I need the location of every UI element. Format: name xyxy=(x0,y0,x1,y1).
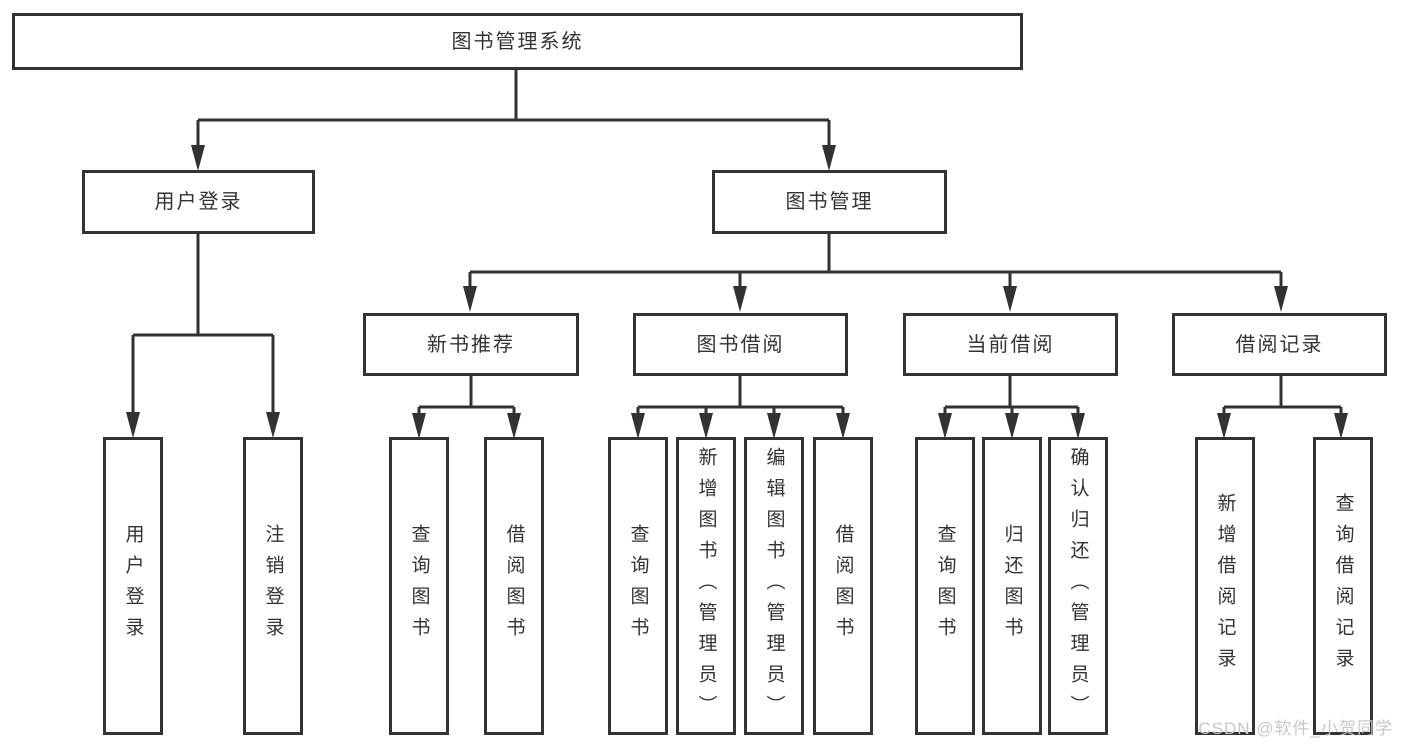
node-book-borrowing: 图书借阅 xyxy=(633,313,848,376)
node-leaf-borrow-books: 借阅图书 xyxy=(813,437,873,735)
node-leaf-confirm-return-admin: 确认归还（管理员） xyxy=(1048,437,1108,735)
node-leaf-edit-books-admin: 编辑图书（管理员） xyxy=(744,437,804,735)
node-label: 图书借阅 xyxy=(696,333,785,356)
node-leaf-logout: 注销登录 xyxy=(243,437,303,735)
node-label: 确认归还（管理员） xyxy=(1067,446,1089,726)
node-label: 查询图书 xyxy=(408,524,430,648)
node-label: 查询借阅记录 xyxy=(1332,493,1354,679)
node-leaf-add-borrow-record: 新增借阅记录 xyxy=(1195,437,1255,735)
node-leaf-borrow-books-recommend: 借阅图书 xyxy=(484,437,544,735)
node-label: 新书推荐 xyxy=(427,333,515,356)
node-root-system: 图书管理系统 xyxy=(12,13,1023,70)
node-label: 查询图书 xyxy=(627,524,649,648)
node-label: 新增借阅记录 xyxy=(1214,493,1236,679)
node-label: 新增图书（管理员） xyxy=(695,446,717,726)
node-new-book-recommend: 新书推荐 xyxy=(363,313,579,376)
node-label: 用户登录 xyxy=(154,191,243,213)
node-label: 用户登录 xyxy=(122,524,144,648)
node-label: 借阅图书 xyxy=(832,524,854,648)
node-leaf-query-books-recommend: 查询图书 xyxy=(389,437,449,735)
connector-paths xyxy=(131,70,1343,414)
node-leaf-return-books: 归还图书 xyxy=(982,437,1042,735)
node-borrowing-records: 借阅记录 xyxy=(1172,313,1387,376)
node-current-borrowing: 当前借阅 xyxy=(903,313,1118,376)
node-label: 当前借阅 xyxy=(966,333,1055,356)
node-label: 查询图书 xyxy=(934,524,956,648)
node-label: 编辑图书（管理员） xyxy=(763,446,785,726)
arrowheads xyxy=(126,145,1348,439)
node-leaf-add-books-admin: 新增图书（管理员） xyxy=(676,437,736,735)
node-label: 借阅图书 xyxy=(503,524,525,648)
node-label: 图书管理 xyxy=(785,191,874,213)
node-label: 图书管理系统 xyxy=(451,30,584,53)
node-user-login-branch: 用户登录 xyxy=(82,170,315,234)
node-label: 归还图书 xyxy=(1001,524,1023,648)
node-leaf-query-borrow-record: 查询借阅记录 xyxy=(1313,437,1373,735)
node-leaf-query-books-borrowing: 查询图书 xyxy=(608,437,668,735)
node-leaf-query-books-current: 查询图书 xyxy=(915,437,975,735)
node-label: 注销登录 xyxy=(262,524,284,648)
csdn-watermark: CSDN @软件_小贺同学 xyxy=(1198,719,1393,738)
node-book-management-branch: 图书管理 xyxy=(712,170,947,234)
node-leaf-user-login: 用户登录 xyxy=(103,437,163,735)
node-label: 借阅记录 xyxy=(1235,333,1324,356)
